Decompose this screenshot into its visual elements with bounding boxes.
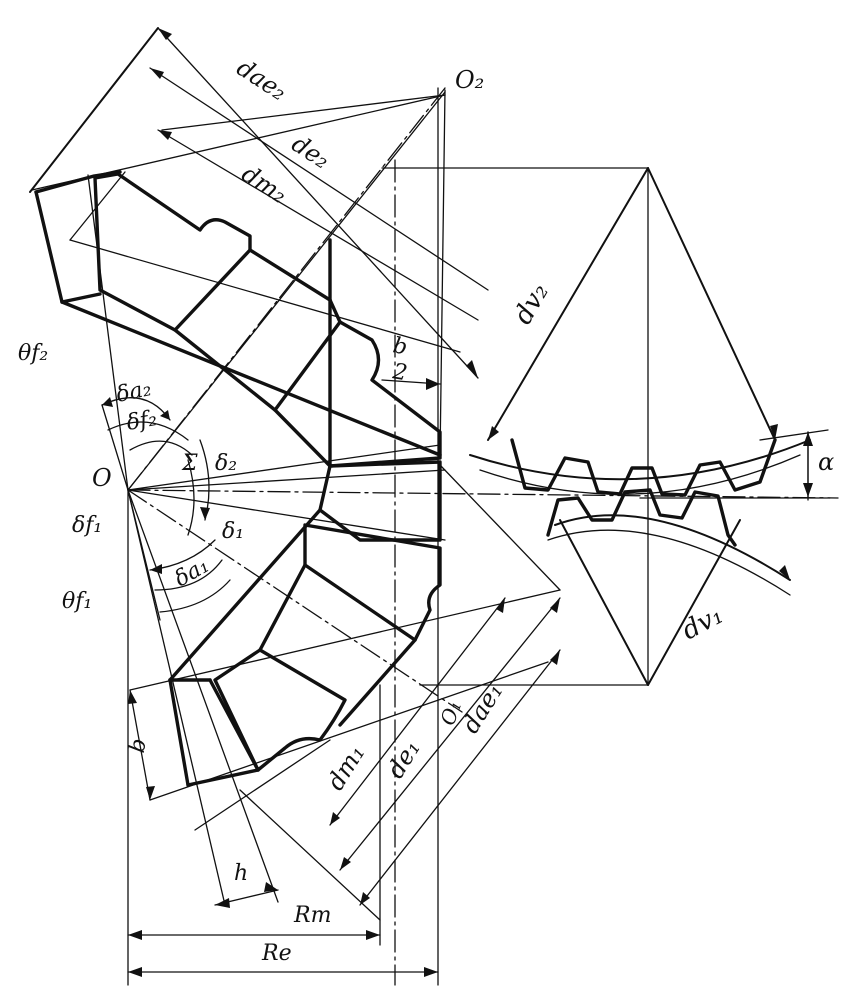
dimension-lines (31, 28, 813, 986)
pitch-line-1 (127, 489, 446, 541)
label-delta-f1: δf₁ (72, 513, 102, 538)
face-angle-line-2 (101, 404, 129, 491)
label-delta-a2: δa₂ (114, 376, 154, 408)
label-dv1: dv₁ (677, 600, 728, 646)
label-dm1: dm₁ (321, 740, 370, 795)
label-delta-f2: δf₂ (125, 406, 159, 436)
gear1-axis (127, 489, 839, 499)
label-dv2: dv₂ (508, 278, 555, 329)
cone-line-lower-2 (127, 489, 279, 903)
cone-line-o2 (127, 91, 446, 491)
gear2-hub-section (273, 320, 442, 468)
label-delta1: δ₁ (222, 519, 244, 544)
label-rm: Rm (293, 903, 331, 928)
label-o: O (92, 464, 112, 492)
label-sigma: Σ (181, 451, 198, 476)
label-delta-a1: δa₁ (171, 553, 214, 592)
gear1-tooth-section (213, 648, 347, 772)
b-dim-line (129, 689, 151, 801)
gear1-hub-section (303, 523, 442, 642)
label-de1: de₁ (381, 735, 426, 783)
pitch-line-2 (127, 469, 446, 491)
cone-line-upper (87, 174, 129, 491)
label-dae2: dae₂ (232, 54, 292, 107)
label-b-den: 2 (390, 359, 409, 386)
cone-line-lower-1 (127, 489, 226, 906)
label-de2: de₂ (287, 130, 335, 175)
label-h: h (234, 861, 248, 886)
label-delta2: δ₂ (215, 451, 237, 476)
label-o2: O₂ (455, 66, 484, 94)
virtual-gear (381, 167, 831, 686)
root-line-2 (127, 444, 441, 491)
gear1-tooth-profile (546, 488, 737, 547)
label-b-num: b (391, 333, 409, 360)
gear2-body (29, 27, 489, 468)
label-dm2: dm₂ (237, 160, 292, 209)
gear2-tooth-profile (510, 438, 777, 497)
gear1-body (129, 460, 561, 921)
label-theta-f2: θf₂ (18, 341, 48, 366)
cone-lines (87, 91, 446, 906)
gear1-slant-axis (127, 489, 463, 713)
label-b: b (125, 737, 152, 755)
label-alpha: α (818, 448, 834, 476)
face-angle-line-1 (127, 489, 161, 621)
label-theta-f1: θf₁ (62, 589, 92, 614)
label-re: Re (261, 941, 292, 966)
gear2-tooth-section (93, 172, 252, 332)
angle-arcs (101, 397, 231, 613)
